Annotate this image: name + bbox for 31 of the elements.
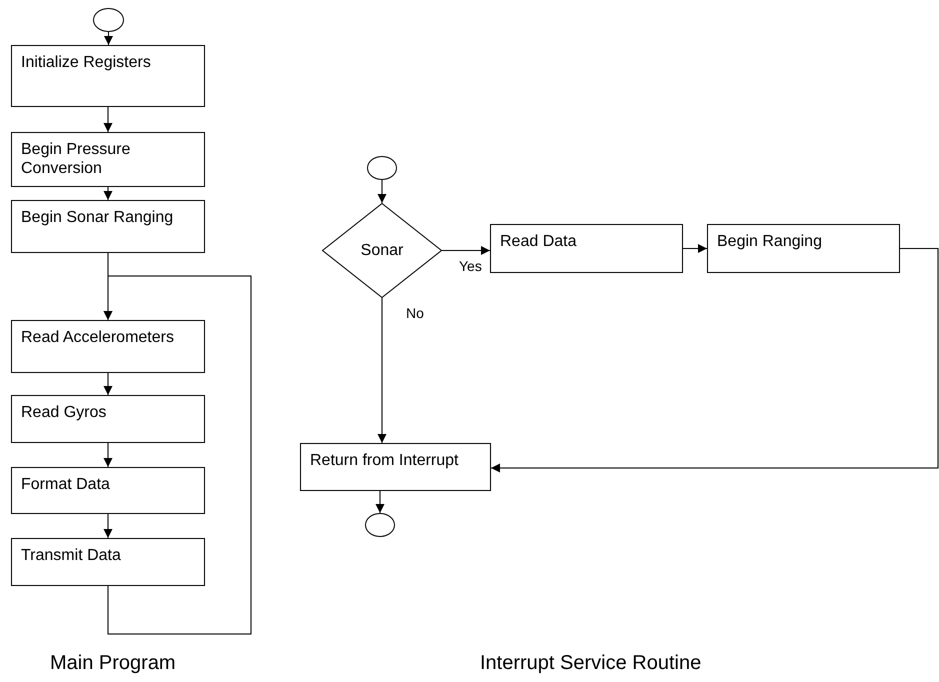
arrow [104,106,112,132]
process-box: Initialize Registers [11,45,205,107]
arrow [104,276,252,634]
arrow [104,514,112,538]
arrow [682,244,708,253]
arrow [376,490,384,514]
terminal-circle [367,156,397,180]
process-box: Read Accelerometers [11,320,205,373]
process-box: Read Data [490,224,683,273]
process-box: Format Data [11,467,205,514]
arrow [378,298,386,444]
arrow [378,180,386,204]
process-box: Begin Ranging [707,224,900,273]
process-box: Return from Interrupt [300,443,491,491]
process-box: Begin Pressure Conversion [11,132,205,187]
section-title: Main Program [50,652,176,675]
process-box: Transmit Data [11,538,205,586]
arrow [442,246,490,255]
arrow [104,186,112,200]
decision-text: Sonar [360,242,404,260]
arrow [104,442,112,468]
edge-label: Yes [458,258,483,274]
edge-label: No [405,305,425,321]
arrow [104,32,113,46]
process-box: Begin Sonar Ranging [11,200,205,253]
terminal-circle [93,8,124,32]
process-box: Read Gyros [11,395,205,443]
section-title: Interrupt Service Routine [480,652,702,675]
terminal-circle [365,513,395,537]
arrow [104,372,112,396]
arrow [490,248,938,472]
